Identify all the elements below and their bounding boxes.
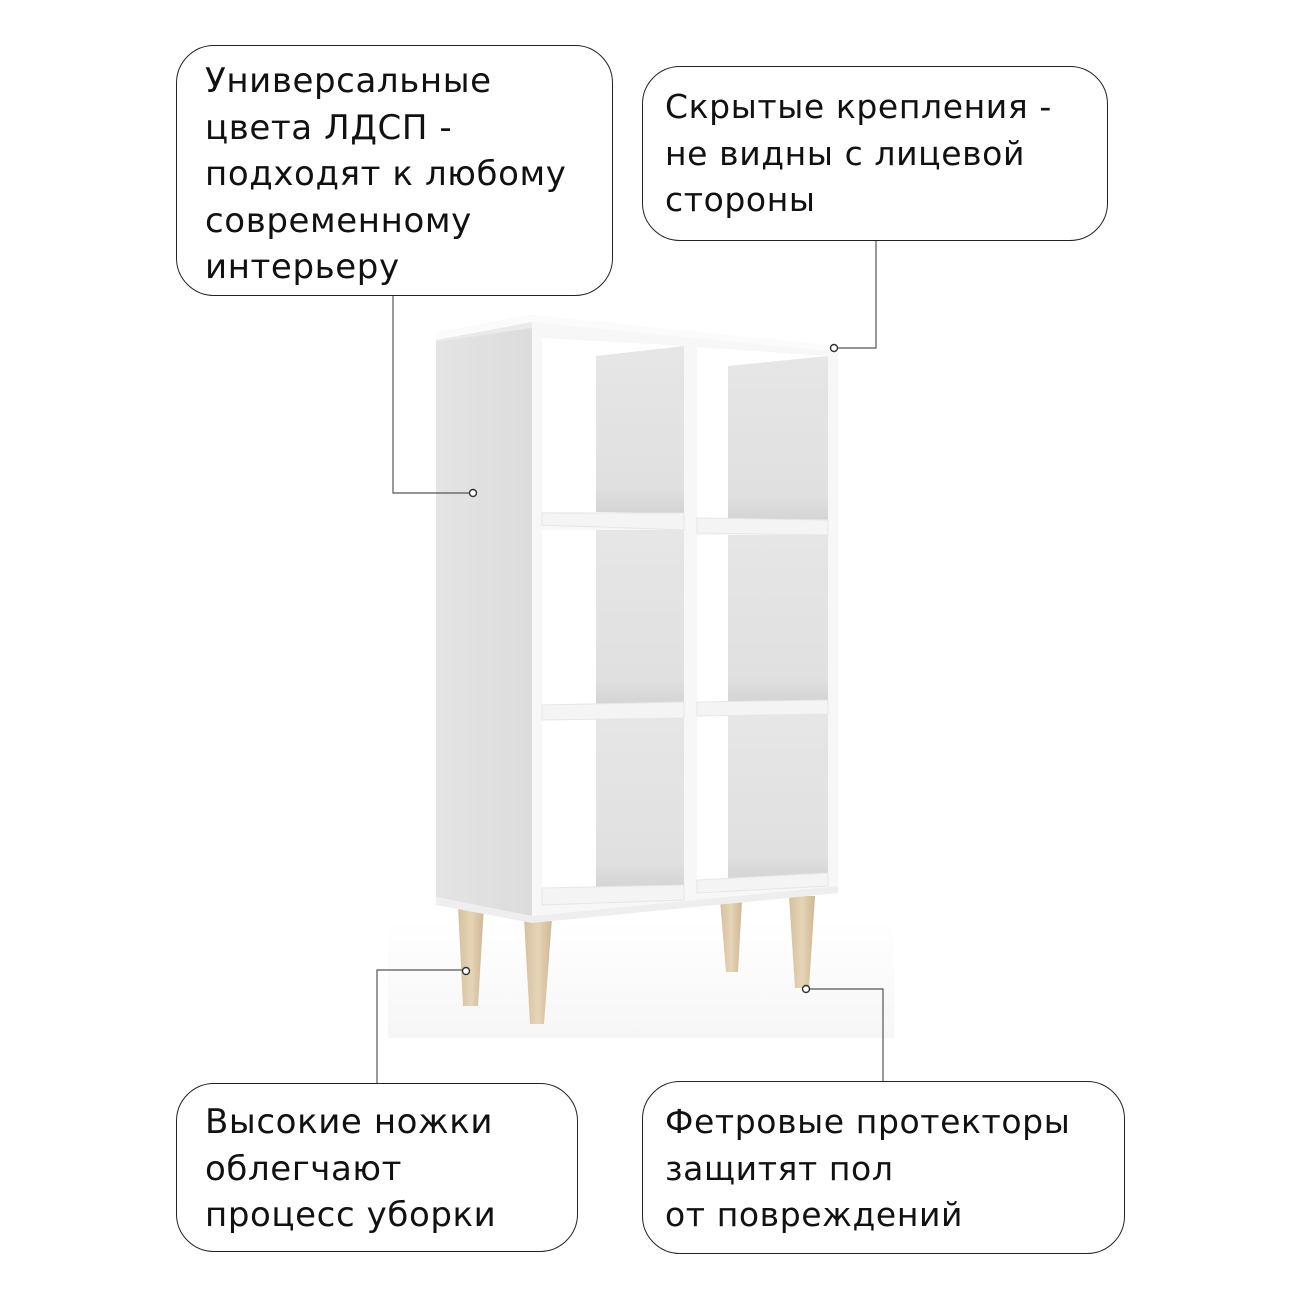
leg-back-right (720, 900, 742, 972)
side-panel (436, 315, 532, 916)
dot-leg (461, 966, 471, 976)
callout-hidden-fasteners: Скрытые крепления - не видны с лицевой с… (642, 66, 1108, 241)
callout-text: подходят к любому (205, 154, 567, 194)
leg-front-right (789, 896, 815, 988)
leader-legs (376, 969, 463, 1083)
callout-text: Фетровые протекторы (665, 1102, 1071, 1141)
shelves (541, 512, 829, 906)
leader-colors (392, 296, 470, 494)
callout-text: Универсальные (205, 61, 492, 101)
leader-fasteners (838, 241, 877, 349)
callout-text: цвета ЛДСП - (205, 107, 453, 148)
callout-text: не видны с лицевой (665, 133, 1026, 173)
callout-felt-pads: Фетровые протекторы защитят пол от повре… (642, 1081, 1125, 1254)
dot-felt (801, 984, 811, 994)
leader-felt (810, 988, 884, 1081)
callout-text: защитят пол (665, 1148, 894, 1188)
leg-front-left (524, 918, 552, 1024)
callout-text: от повреждений (665, 1195, 964, 1234)
leg-back-left (458, 906, 484, 1006)
callout-text: стороны (665, 180, 816, 219)
callout-colors: Универсальные цвета ЛДСП - подходят к лю… (176, 45, 613, 296)
callout-text: интерьеру (205, 247, 400, 287)
leader-lines (376, 241, 884, 1083)
callout-tall-legs: Высокие ножки облегчают процесс уборки (176, 1083, 578, 1252)
callout-text: Скрытые крепления - (665, 87, 1052, 126)
legs (458, 896, 815, 1024)
cells (542, 338, 828, 888)
dot-side-panel (468, 488, 478, 498)
callout-text: Высокие ножки (205, 1102, 494, 1142)
leader-dots (461, 343, 839, 994)
dot-fastener (829, 343, 839, 353)
callout-text: современному (205, 200, 472, 241)
callout-text: процесс уборки (205, 1195, 497, 1235)
callout-text: облегчают (205, 1148, 403, 1189)
